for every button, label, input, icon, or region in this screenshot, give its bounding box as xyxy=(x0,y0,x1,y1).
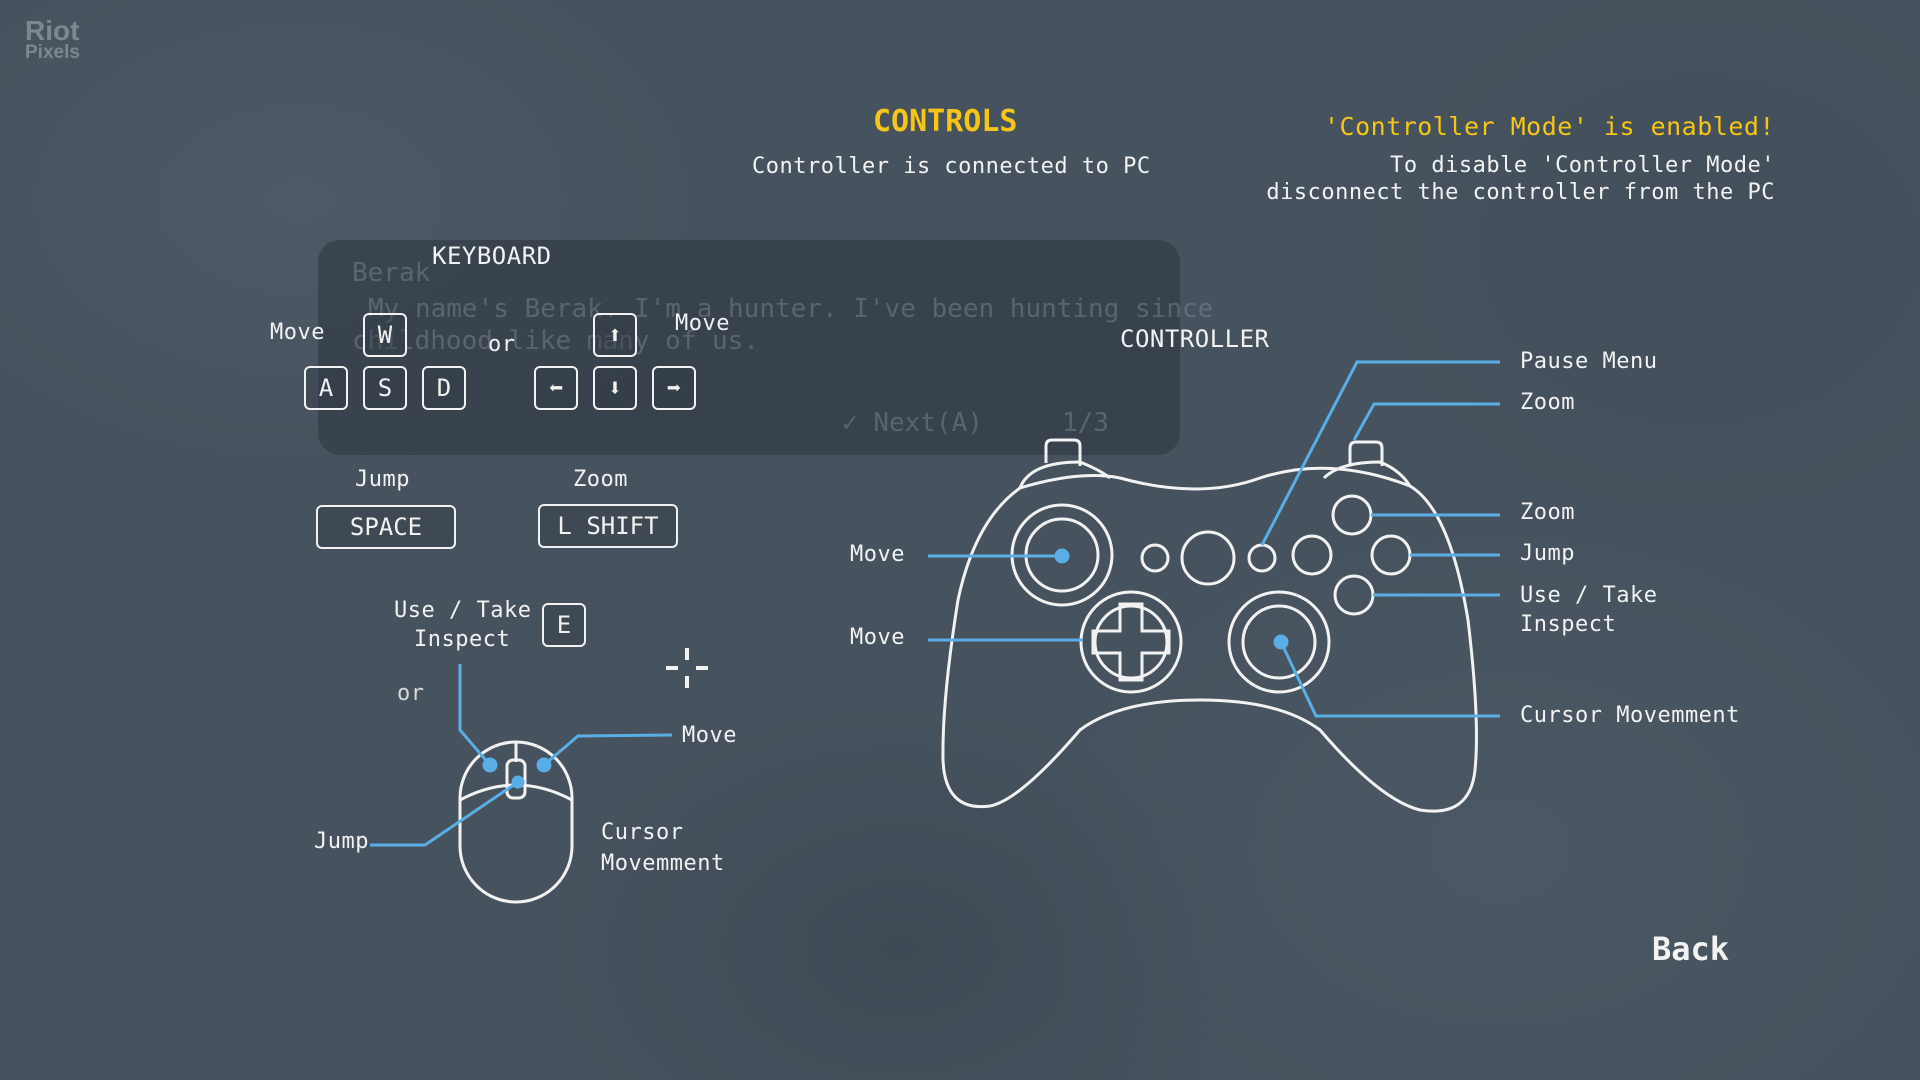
mouse-icon xyxy=(458,740,574,904)
key-s: S xyxy=(363,366,407,410)
watermark-line1: Riot xyxy=(25,15,80,46)
notice-line2: disconnect the controller from the PC xyxy=(1266,180,1775,205)
key-arrow-left: ⬅ xyxy=(534,366,578,410)
connection-status: Controller is connected to PC xyxy=(752,154,1151,179)
controller-left-stick-label: Move xyxy=(850,542,905,567)
or-label-keys: or xyxy=(488,332,516,357)
mouse-cursor-label-1: Cursor xyxy=(601,820,684,845)
controller-jump-label: Jump xyxy=(1520,541,1575,566)
key-arrow-up: ⬆ xyxy=(593,313,637,357)
mouse-move-label: Move xyxy=(682,723,737,748)
zoom-label: Zoom xyxy=(573,467,628,492)
move-label-arrows: Move xyxy=(675,311,730,336)
key-a: A xyxy=(304,366,348,410)
background-dialog-box xyxy=(318,240,1180,455)
dialog-line2: childhood like many of us. xyxy=(352,326,759,356)
controller-heading: CONTROLLER xyxy=(1120,325,1270,353)
gamepad-icon xyxy=(941,438,1478,813)
crosshair-icon xyxy=(666,648,708,688)
back-button[interactable]: Back xyxy=(1652,930,1730,968)
arrow-right-icon: ➡ xyxy=(666,374,682,402)
arrow-up-icon: ⬆ xyxy=(607,321,623,349)
dialog-page: 1/3 xyxy=(1062,408,1109,438)
controller-callouts xyxy=(928,360,1500,718)
watermark-logo: Riot Pixels xyxy=(25,15,80,64)
key-arrow-right: ➡ xyxy=(652,366,696,410)
dialog-line1: My name's Berak. I'm a hunter. I've been… xyxy=(368,294,1214,324)
controller-inspect-label: Inspect xyxy=(1520,612,1617,637)
mouse-jump-label: Jump xyxy=(314,829,369,854)
key-e: E xyxy=(542,603,586,647)
mouse-cursor-label-2: Movemment xyxy=(601,851,725,876)
move-label-wasd: Move xyxy=(270,320,325,345)
dialog-speaker: Berak xyxy=(352,258,431,288)
controller-dpad-label: Move xyxy=(850,625,905,650)
key-w: W xyxy=(363,313,407,357)
watermark-line2: Pixels xyxy=(25,42,80,63)
dialog-next-label: Next(A) xyxy=(873,408,983,438)
controller-bumper-zoom-label: Zoom xyxy=(1520,390,1575,415)
controller-cursor-label: Cursor Movemment xyxy=(1520,703,1740,728)
arrow-down-icon: ⬇ xyxy=(607,374,623,402)
controller-mode-notice: 'Controller Mode' is enabled! xyxy=(1324,112,1775,141)
key-space: SPACE xyxy=(316,505,456,549)
dialog-next: ✓ Next(A) xyxy=(842,408,983,438)
page-title: CONTROLS xyxy=(873,104,1018,139)
notice-line1: To disable 'Controller Mode' xyxy=(1390,153,1775,178)
keyboard-heading: KEYBOARD xyxy=(432,242,552,270)
arrow-left-icon: ⬅ xyxy=(548,374,564,402)
or-label-mouse: or xyxy=(397,681,425,706)
use-take-label: Use / Take xyxy=(394,598,532,623)
key-d: D xyxy=(422,366,466,410)
inspect-label: Inspect xyxy=(414,627,511,652)
controller-pause-label: Pause Menu xyxy=(1520,349,1658,374)
key-lshift: L SHIFT xyxy=(538,504,678,548)
key-arrow-down: ⬇ xyxy=(593,366,637,410)
mouse-callouts xyxy=(370,664,673,847)
jump-label: Jump xyxy=(355,467,410,492)
controller-button-zoom-label: Zoom xyxy=(1520,500,1575,525)
controller-use-label: Use / Take xyxy=(1520,583,1658,608)
